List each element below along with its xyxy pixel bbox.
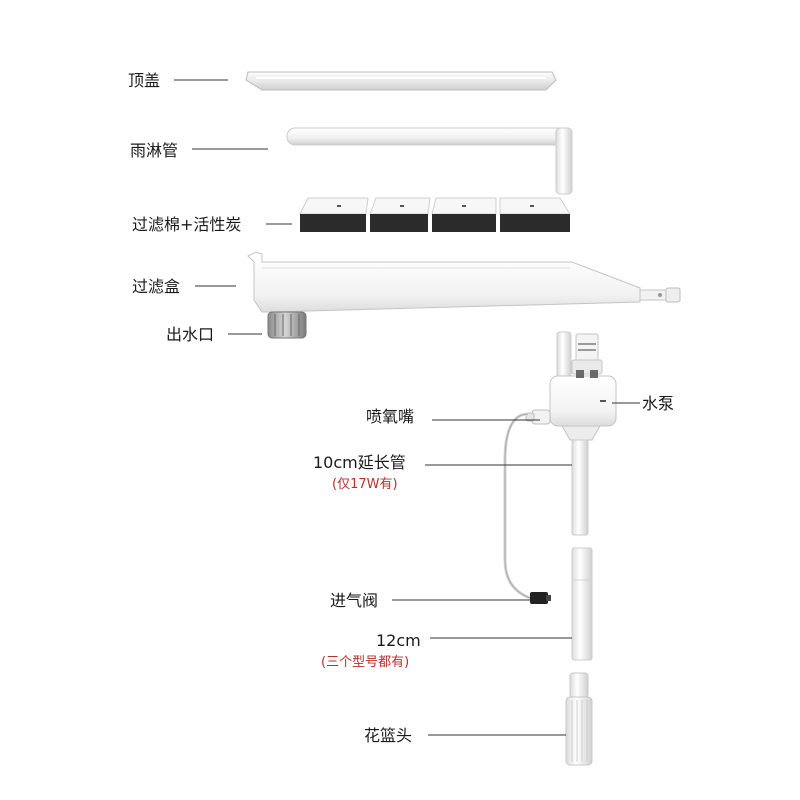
pump-part	[549, 331, 617, 441]
filter-block-1	[299, 197, 369, 232]
top-cover-label: 顶盖	[128, 71, 160, 90]
pipe-12cm-part	[571, 547, 593, 661]
filter-block-4	[499, 197, 571, 232]
strainer-part	[565, 672, 593, 766]
extension-pipe-label: 10cm延长管	[313, 453, 406, 472]
extension-pipe-note: (仅17W有)	[332, 477, 398, 492]
outlet-label: 出水口	[166, 325, 214, 344]
rain-pipe-label: 雨淋管	[130, 141, 178, 160]
air-tube	[503, 412, 531, 600]
air-valve-part	[530, 592, 551, 604]
filter-block-2	[369, 197, 431, 232]
filter-media-label: 过滤棉+活性炭	[132, 215, 241, 234]
top-cover-part	[245, 71, 557, 91]
strainer-label: 花篮头	[364, 726, 412, 745]
filter-block-3	[431, 197, 497, 232]
extension-pipe-part	[571, 439, 589, 536]
filter-media-part	[299, 197, 571, 232]
outlet-part	[267, 311, 307, 339]
rain-pipe-part	[286, 127, 573, 195]
air-tube-edge	[504, 413, 531, 599]
pump-label: 水泵	[642, 394, 674, 413]
air-valve-label: 进气阀	[330, 591, 378, 610]
air-nozzle-label: 喷氧嘴	[366, 407, 414, 426]
pipe-12cm-label: 12cm	[376, 631, 421, 650]
pipe-12cm-note: (三个型号都有)	[321, 655, 409, 670]
filter-box-part	[247, 251, 681, 313]
air-nozzle-part	[525, 409, 551, 425]
filter-box-label: 过滤盒	[132, 277, 180, 296]
